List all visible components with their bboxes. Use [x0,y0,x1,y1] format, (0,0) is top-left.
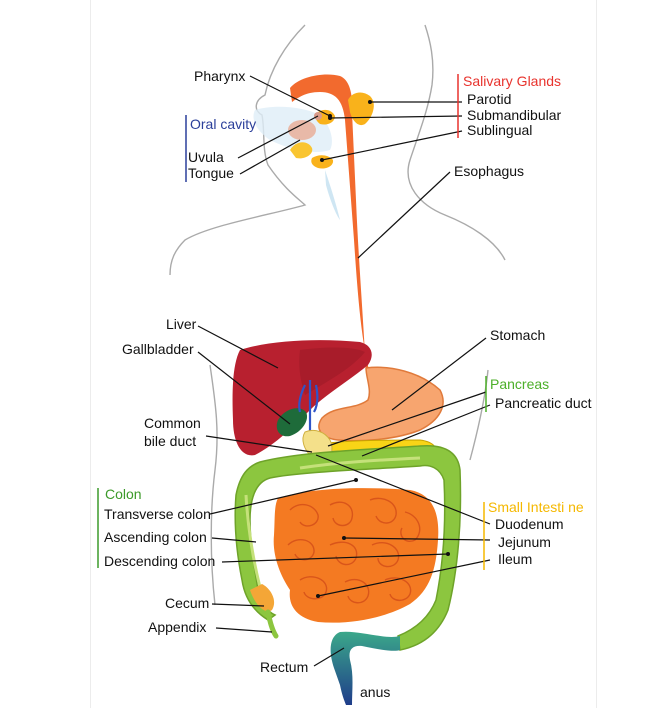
submandibular-leader [329,115,463,119]
ileum-label: Ileum [498,551,532,567]
oral-cavity-title: Oral cavity [190,116,256,132]
sublingual-label: Sublingual [467,122,532,138]
liver-lobe-shape [299,347,365,395]
tongue-shape [288,120,316,140]
pancreas-leader [327,391,487,447]
leader-dot [354,478,358,482]
leader-lines [197,75,491,667]
leader-dot [368,100,372,104]
intestine-fold [400,511,421,542]
intestine-fold [384,577,412,602]
leader-dot [328,116,332,120]
pancreas-title: Pancreas [490,376,549,392]
bile-duct-leader [205,435,313,453]
appendix-shape [265,609,279,639]
tongue-leader [239,139,301,175]
parotid-label: Parotid [467,91,511,107]
leader-dot [316,594,320,598]
appendix-leader [215,627,273,633]
intestine-fold [371,542,400,568]
liver-label: Liver [166,316,197,332]
intestine-fold [299,576,328,600]
uvula-label: Uvula [188,149,224,165]
tongue-label: Tongue [188,165,234,181]
tongue-tip-shape [290,142,313,159]
body-outline-left [169,24,307,276]
common-bile-duct-label-line2: bile duct [144,433,196,449]
submandibular-label: Submandibular [467,107,562,123]
esophagus-label: Esophagus [454,163,524,179]
pharynx-leader [249,75,331,117]
leader-dot [320,158,324,162]
cecum-leader [211,603,265,607]
rectum-label: Rectum [260,659,308,675]
esophagus-leader [357,171,451,259]
ascending-colon-leader [211,537,257,543]
ascending-colon-label: Ascending colon [104,529,207,545]
intestine-fold [369,497,397,524]
pancreatic-duct-leader [361,404,491,457]
gallbladder-shape [276,408,308,437]
uvula-leader [237,115,319,159]
leader-dots [316,100,450,598]
descending-colon-leader [221,553,449,563]
appendix-label: Appendix [148,619,206,635]
ileum-leader [317,559,491,597]
body-outline [169,24,506,606]
duodenum-leader [315,454,491,525]
gallbladder-label: Gallbladder [122,341,194,357]
intestine-fold [289,503,319,527]
jejunum-label: Jejunum [498,534,551,550]
intestine-fold [329,501,354,527]
stomach-leader [391,337,487,411]
pharynx-label: Pharynx [194,68,245,84]
sublingual-leader [321,130,463,161]
colon-highlight-top-shape [299,456,421,470]
common-bile-duct-label-line1: Common [144,415,201,431]
torso-outline-right [469,369,489,461]
transverse-colon-label: Transverse colon [104,506,211,522]
gallbladder-leader [197,351,291,425]
descending-colon-label: Descending colon [104,553,215,569]
colon-title: Colon [105,486,142,502]
rectum-leader [313,647,345,667]
stomach-label: Stomach [490,327,545,343]
intestine-fold [344,578,370,604]
anus-label: anus [360,684,390,700]
rectum-shape [330,631,400,705]
cecum-label: Cecum [165,595,209,611]
torso-outline-left [209,364,218,606]
salivary-glands-title: Salivary Glands [463,73,561,89]
leader-dot [446,552,450,556]
body-outline-right [407,24,506,261]
liver-leader [197,325,279,369]
leader-dot [342,536,346,540]
jejunum-leader [343,537,491,541]
duodenum-label: Duodenum [495,516,564,532]
intestine-fold [329,541,358,566]
transverse-colon-leader [209,479,357,515]
pancreatic-duct-label: Pancreatic duct [495,395,592,411]
cecum-shape [250,584,275,612]
small-intestine-title: Small Intesti ne [488,499,584,515]
trachea-shape [325,170,340,220]
